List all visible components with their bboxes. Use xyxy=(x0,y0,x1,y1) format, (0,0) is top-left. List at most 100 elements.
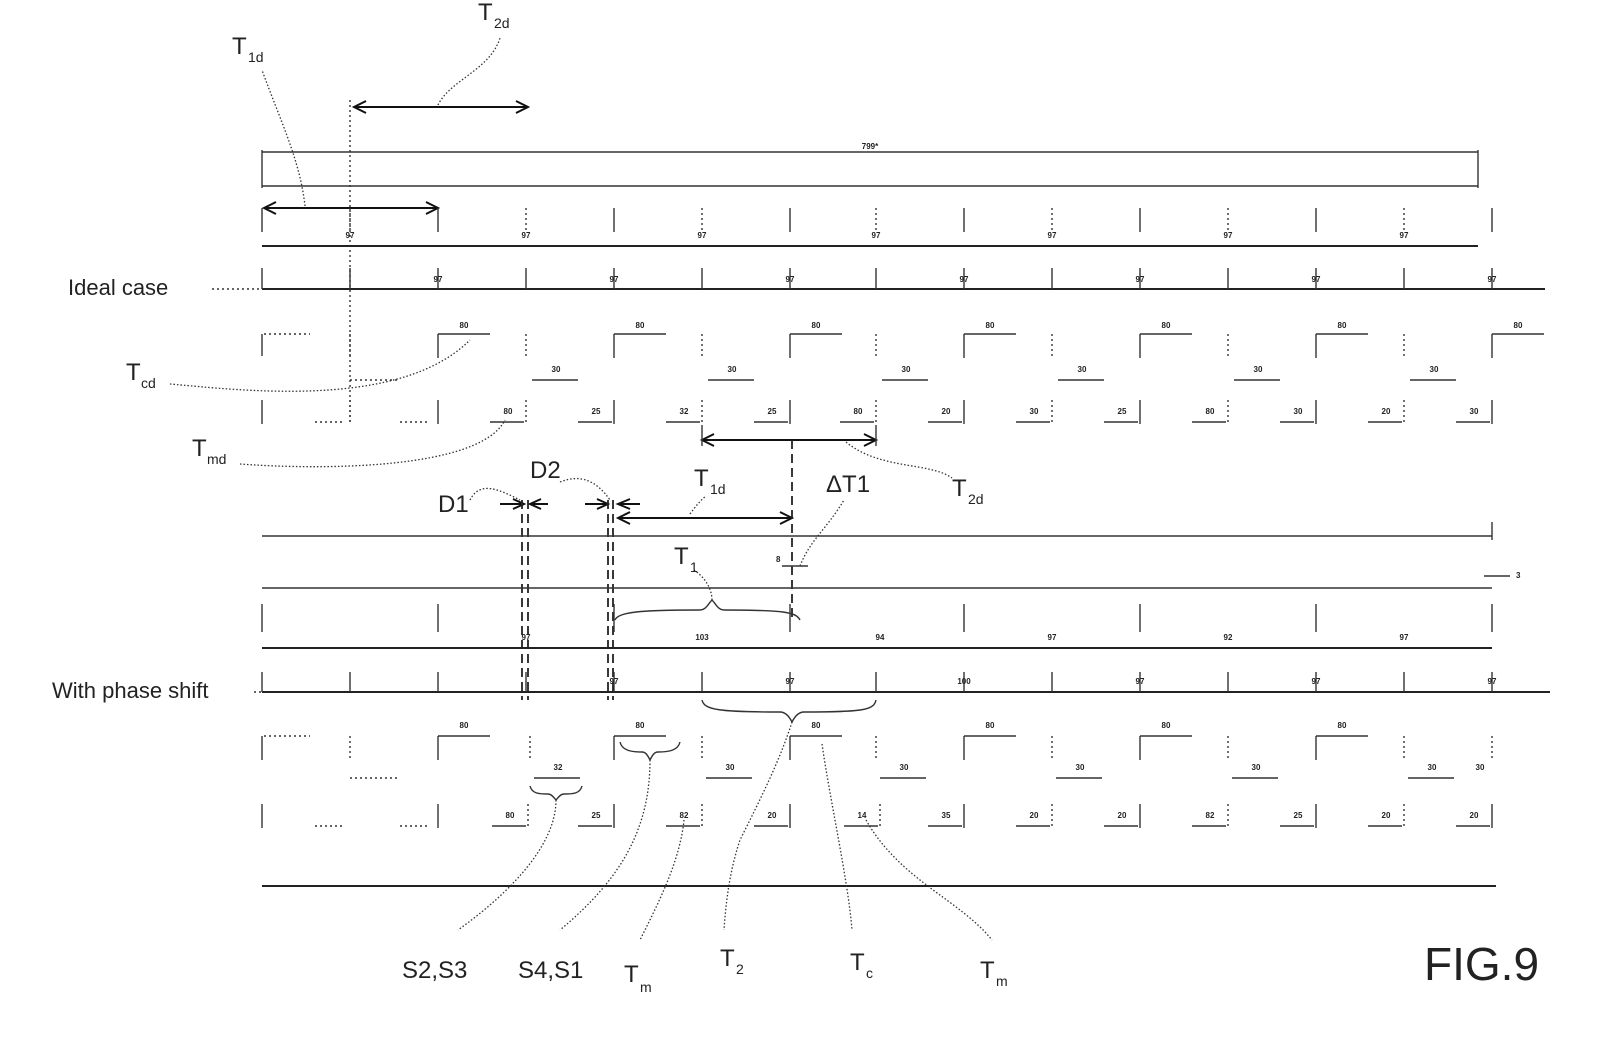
svg-text:D2: D2 xyxy=(530,457,561,484)
ideal-low-value: 30 xyxy=(1254,365,1263,374)
t1-label: T 1 xyxy=(674,543,698,575)
ideal-mid-value: 20 xyxy=(942,407,951,416)
svg-text:2: 2 xyxy=(736,961,744,977)
ideal-high-value: 80 xyxy=(1162,321,1171,330)
svg-text:8: 8 xyxy=(776,555,781,564)
svg-text:T: T xyxy=(232,33,247,60)
ideal-period-value: 97 xyxy=(1488,275,1497,284)
ideal-high-value: 80 xyxy=(636,321,645,330)
phase-shift-label: With phase shift xyxy=(52,678,209,703)
ideal-period-value: 97 xyxy=(610,275,619,284)
ideal-case-label: Ideal case xyxy=(68,275,168,300)
phase-pulse-rows: 80808080808032303030303030 xyxy=(262,721,1492,778)
d1-marker: D1 xyxy=(438,488,548,700)
tc-callout: T c xyxy=(822,744,873,981)
figure-label: FIG.9 xyxy=(1424,938,1539,990)
top-period-value: 97 xyxy=(872,231,881,240)
phase-mid-value: 25 xyxy=(1294,811,1303,820)
phase-low-value: 30 xyxy=(1076,763,1085,772)
top-period-value: 97 xyxy=(1224,231,1233,240)
svg-text:T: T xyxy=(850,949,865,976)
svg-text:T: T xyxy=(624,961,639,988)
ideal-high-value: 80 xyxy=(812,321,821,330)
ideal-mid-value: 80 xyxy=(1206,407,1215,416)
svg-text:S4,S1: S4,S1 xyxy=(518,957,583,984)
svg-text:1d: 1d xyxy=(710,481,726,497)
phase-mid-value: 20 xyxy=(1382,811,1391,820)
phase-period-value: 97 xyxy=(610,677,619,686)
tm-right-callout: T m xyxy=(866,820,1008,989)
tcd-label: T cd xyxy=(126,340,470,391)
svg-text:cd: cd xyxy=(141,375,156,391)
phase-low-value: 32 xyxy=(554,763,563,772)
top-period-row: 97979797979797 xyxy=(262,208,1492,246)
ideal-high-value: 80 xyxy=(986,321,995,330)
t1d-top-label: T 1d xyxy=(232,33,264,65)
svg-text:m: m xyxy=(640,979,652,995)
ideal-mid-value: 25 xyxy=(768,407,777,416)
ideal-mid-value: 80 xyxy=(854,407,863,416)
svg-text:T: T xyxy=(980,957,995,984)
ideal-period-value: 97 xyxy=(1136,275,1145,284)
svg-text:2d: 2d xyxy=(494,15,510,31)
phase-mid-value: 20 xyxy=(1118,811,1127,820)
phase-high-value: 80 xyxy=(986,721,995,730)
t2d-top-arrow xyxy=(354,38,528,113)
phase-mid-value: 82 xyxy=(1206,811,1215,820)
svg-text:T: T xyxy=(478,0,493,26)
svg-text:1: 1 xyxy=(690,559,698,575)
ideal-mid-value: 25 xyxy=(1118,407,1127,416)
svg-text:T: T xyxy=(694,465,709,492)
top-period-value: 97 xyxy=(346,231,355,240)
phase-mid-value: 35 xyxy=(942,811,951,820)
ideal-high-value: 80 xyxy=(1338,321,1347,330)
svg-text:T: T xyxy=(952,475,967,502)
t1d-mid-label: T 1d xyxy=(694,465,726,497)
t1d-mid-arrow xyxy=(618,496,792,524)
t1-brace xyxy=(615,570,800,620)
ideal-mid-value: 30 xyxy=(1294,407,1303,416)
phase-high-value: 80 xyxy=(1338,721,1347,730)
ideal-mid-value: 25 xyxy=(592,407,601,416)
ideal-low-value: 30 xyxy=(552,365,561,374)
phase-mid-value: 20 xyxy=(1470,811,1479,820)
phase-mid-value: 20 xyxy=(1030,811,1039,820)
svg-text:c: c xyxy=(866,965,873,981)
phase-period-value: 97 xyxy=(1312,677,1321,686)
phase-low-value: 30 xyxy=(1476,763,1485,772)
ideal-period-value: 97 xyxy=(434,275,443,284)
phase-low-value: 30 xyxy=(726,763,735,772)
phase-period-value: 97 xyxy=(786,677,795,686)
phase-period-value: 100 xyxy=(957,677,971,686)
ideal-mid-value: 20 xyxy=(1382,407,1391,416)
ideal-pulse-rows: 80308030803080308030803080 xyxy=(262,321,1544,380)
delta-t1-marker: ΔT1 8 xyxy=(776,440,870,620)
phase-mid-value: 82 xyxy=(680,811,689,820)
phase-high-value: 80 xyxy=(460,721,469,730)
phase-mid-value: 80 xyxy=(506,811,515,820)
phase-high-value: 80 xyxy=(1162,721,1171,730)
svg-text:T: T xyxy=(126,359,141,386)
phase-mid-value: 25 xyxy=(592,811,601,820)
top-period-value: 97 xyxy=(1400,231,1409,240)
phase-low-value: 30 xyxy=(1428,763,1437,772)
phase-top-value: 103 xyxy=(695,633,709,642)
ideal-mid-value: 32 xyxy=(680,407,689,416)
ideal-period-value: 97 xyxy=(960,275,969,284)
svg-text:2d: 2d xyxy=(968,491,984,507)
ideal-low-value: 30 xyxy=(1430,365,1439,374)
phase-high-value: 80 xyxy=(812,721,821,730)
phase-top-value: 97 xyxy=(1400,633,1409,642)
ideal-mid-value: 30 xyxy=(1470,407,1479,416)
phase-mid-value: 20 xyxy=(768,811,777,820)
ideal-high-value: 80 xyxy=(460,321,469,330)
top-band: 799* xyxy=(262,142,1478,188)
top-period-value: 97 xyxy=(1048,231,1057,240)
phase-top-value: 97 xyxy=(1048,633,1057,642)
t2-label: T 2 xyxy=(720,945,744,977)
ideal-period-value: 97 xyxy=(786,275,795,284)
phase-band: 3 xyxy=(262,522,1521,588)
top-period-value: 97 xyxy=(522,231,531,240)
phase-mid-row: 802582201435202082252020 xyxy=(262,804,1492,828)
